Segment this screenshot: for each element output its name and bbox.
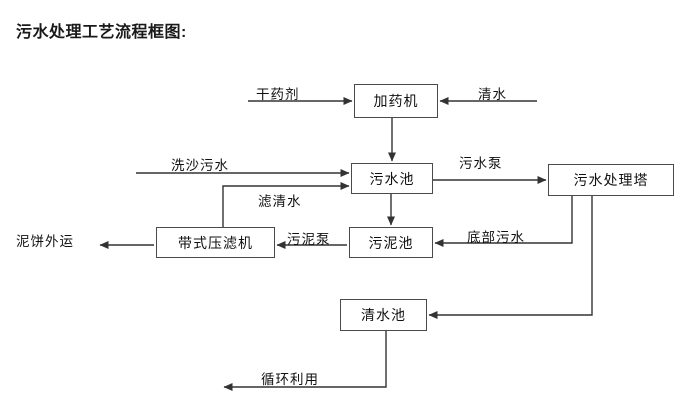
edge-clear-water-pool-to-recycle	[223, 331, 387, 391]
node-label: 污泥池	[368, 234, 414, 251]
edge-treatment-tower-to-sludge-pool	[434, 196, 573, 247]
node-treatment-tower[interactable]: 污水处理塔	[548, 164, 674, 196]
node-clear-water-pool[interactable]: 清水池	[340, 299, 427, 331]
page-title: 污水处理工艺流程框图:	[16, 24, 187, 41]
node-label: 带式压滤机	[178, 234, 253, 251]
edge-label-bottom-wastewater: 底部污水	[467, 230, 525, 245]
edge-label-filtered-water: 滤清水	[258, 194, 302, 209]
edge-label-recycle-reuse: 循环利用	[261, 372, 319, 387]
node-dosing-machine[interactable]: 加药机	[354, 84, 438, 118]
node-wastewater-pool[interactable]: 污水池	[351, 163, 433, 194]
node-sludge-pool[interactable]: 污泥池	[349, 227, 433, 258]
node-label: 清水池	[361, 307, 406, 323]
edge-treatment-tower-to-clear-water-pool	[428, 196, 593, 319]
edge-label-sand-wash-water: 洗沙污水	[171, 158, 229, 173]
edge-label-clean-water: 清水	[478, 87, 507, 102]
node-belt-filter-press[interactable]: 带式压滤机	[156, 227, 275, 258]
edge-label-sludge-pump: 污泥泵	[287, 232, 331, 247]
edge-label-wastewater-pump: 污水泵	[459, 156, 503, 171]
terminal-label-mud-cake-out: 泥饼外运	[16, 234, 74, 249]
node-label: 污水处理塔	[573, 172, 649, 188]
node-label: 污水池	[369, 170, 415, 187]
node-label: 加药机	[373, 93, 419, 109]
edge-belt-filter-press-to-wastewater-pool	[222, 182, 350, 227]
edge-label-dry-chemical: 干药剂	[256, 87, 300, 102]
